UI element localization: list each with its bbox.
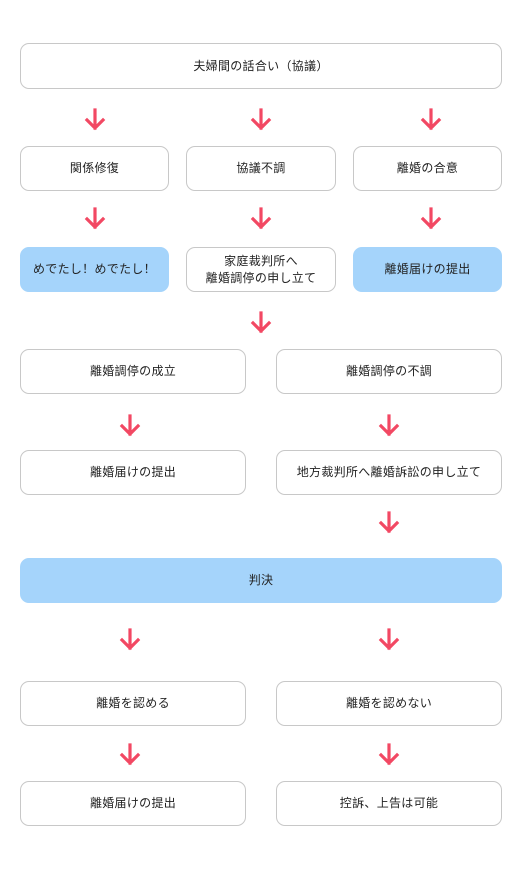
- node-divorce-notice-2-label: 離婚届けの提出: [89, 465, 177, 480]
- node-divorce-rejected-label: 離婚を認めない: [345, 696, 433, 711]
- node-mediation-fail-label: 離婚調停の不調: [345, 364, 433, 379]
- arrow-down-icon: [420, 108, 442, 131]
- node-agree-divorce-label: 離婚の合意: [396, 161, 459, 176]
- node-family-court-mediation-line2: 離婚調停の申し立て: [205, 270, 317, 285]
- node-family-court-mediation-line1: 家庭裁判所へ: [224, 254, 298, 269]
- arrow-down-icon: [420, 207, 442, 230]
- node-divorce-approved-label: 離婚を認める: [96, 696, 170, 711]
- arrow-down-icon: [250, 207, 272, 230]
- node-happy-ending: めでたし！めでたし！: [20, 247, 169, 292]
- node-divorce-notice-3: 離婚届けの提出: [20, 781, 246, 826]
- node-mediation-fail: 離婚調停の不調: [276, 349, 502, 394]
- arrow-down-icon: [119, 628, 141, 651]
- node-district-court-lawsuit: 地方裁判所へ離婚訴訟の申し立て: [276, 450, 502, 495]
- node-reconcile-label: 関係修復: [69, 161, 120, 176]
- arrow-down-icon: [84, 108, 106, 131]
- node-divorce-notice-2: 離婚届けの提出: [20, 450, 246, 495]
- node-agree-divorce: 離婚の合意: [353, 146, 502, 191]
- node-divorce-notice-3-label: 離婚届けの提出: [89, 796, 177, 811]
- arrow-down-icon: [119, 743, 141, 766]
- node-divorce-notice-1-label: 離婚届けの提出: [384, 262, 471, 277]
- node-district-court-lawsuit-label: 地方裁判所へ離婚訴訟の申し立て: [296, 465, 482, 480]
- arrow-down-icon: [378, 414, 400, 437]
- arrow-down-icon: [119, 414, 141, 437]
- arrow-down-icon: [378, 628, 400, 651]
- arrow-down-icon: [250, 108, 272, 131]
- node-judgment: 判決: [20, 558, 502, 603]
- node-discussion: 夫婦間の話合い（協議）: [20, 43, 502, 89]
- arrow-down-icon: [84, 207, 106, 230]
- node-no-agreement: 協議不調: [186, 146, 336, 191]
- node-discussion-label: 夫婦間の話合い（協議）: [193, 58, 329, 73]
- node-judgment-label: 判決: [248, 573, 274, 588]
- node-appeal-possible: 控訴、上告は可能: [276, 781, 502, 826]
- node-divorce-approved: 離婚を認める: [20, 681, 246, 726]
- node-mediation-success: 離婚調停の成立: [20, 349, 246, 394]
- node-reconcile: 関係修復: [20, 146, 169, 191]
- node-divorce-rejected: 離婚を認めない: [276, 681, 502, 726]
- node-happy-ending-label: めでたし！めでたし！: [32, 262, 156, 277]
- node-divorce-notice-1: 離婚届けの提出: [353, 247, 502, 292]
- node-mediation-success-label: 離婚調停の成立: [89, 364, 177, 379]
- node-family-court-mediation: 家庭裁判所へ 離婚調停の申し立て: [186, 247, 336, 292]
- node-appeal-possible-label: 控訴、上告は可能: [339, 796, 439, 811]
- arrow-down-icon: [250, 311, 272, 334]
- node-no-agreement-label: 協議不調: [236, 161, 286, 176]
- arrow-down-icon: [378, 743, 400, 766]
- arrow-down-icon: [378, 511, 400, 534]
